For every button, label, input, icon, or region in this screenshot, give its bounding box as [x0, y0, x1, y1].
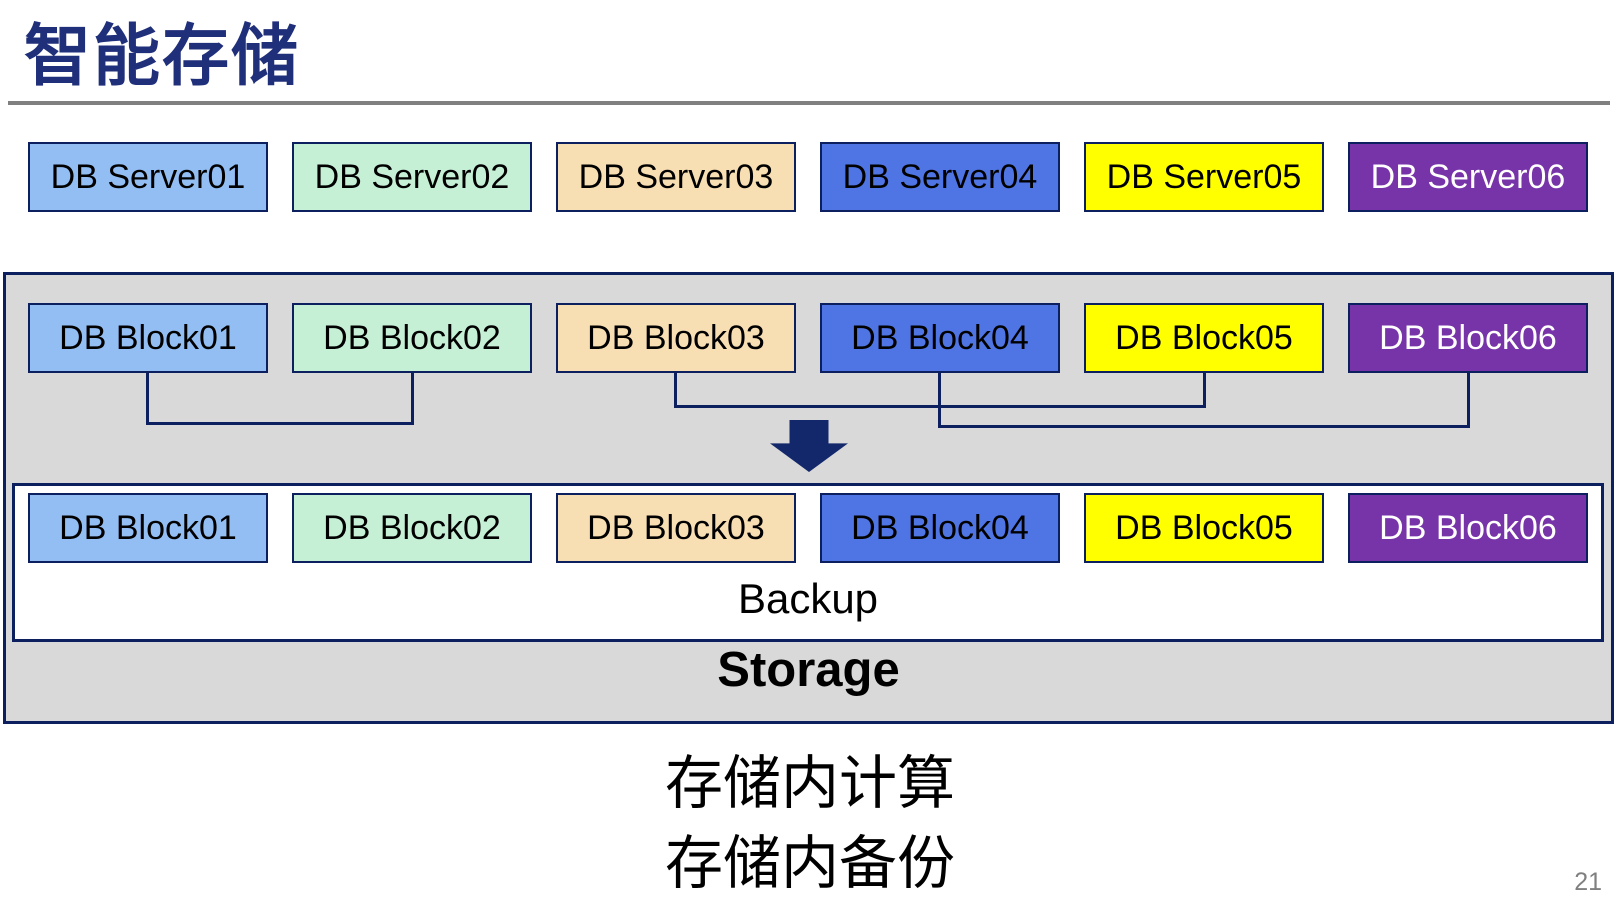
db-server-box-06: DB Server06 [1348, 142, 1588, 212]
db-block-bottom-02: DB Block02 [292, 493, 532, 563]
db-block-top-02: DB Block02 [292, 303, 532, 373]
caption-line2: 存储内备份 [664, 831, 955, 896]
db-block-top-03: DB Block03 [556, 303, 796, 373]
db-block-bottom-06: DB Block06 [1348, 493, 1588, 563]
db-server-box-04: DB Server04 [820, 142, 1060, 212]
backup-label: Backup [737, 575, 879, 622]
db-block-bottom-03: DB Block03 [556, 493, 796, 563]
db-block-top-04: DB Block04 [820, 303, 1060, 373]
title-divider [8, 101, 1610, 105]
db-server-box-05: DB Server05 [1084, 142, 1324, 212]
slide-title: 智能存储 [24, 19, 300, 94]
db-block-top-01: DB Block01 [28, 303, 268, 373]
page-number: 21 [1574, 868, 1602, 896]
db-server-box-03: DB Server03 [556, 142, 796, 212]
caption: 存储内计算 存储内备份 [0, 744, 1620, 904]
connector-block04-block06 [938, 373, 1470, 428]
db-block-top-05: DB Block05 [1084, 303, 1324, 373]
db-server-box-01: DB Server01 [28, 142, 268, 212]
db-block-bottom-01: DB Block01 [28, 493, 268, 563]
db-block-bottom-04: DB Block04 [820, 493, 1060, 563]
connector-block01-block02 [146, 373, 414, 425]
db-server-box-02: DB Server02 [292, 142, 532, 212]
db-block-bottom-05: DB Block05 [1084, 493, 1324, 563]
storage-label: Storage [717, 643, 900, 697]
backup-box [12, 483, 1604, 642]
db-block-top-06: DB Block06 [1348, 303, 1588, 373]
caption-line1: 存储内计算 [664, 751, 955, 816]
